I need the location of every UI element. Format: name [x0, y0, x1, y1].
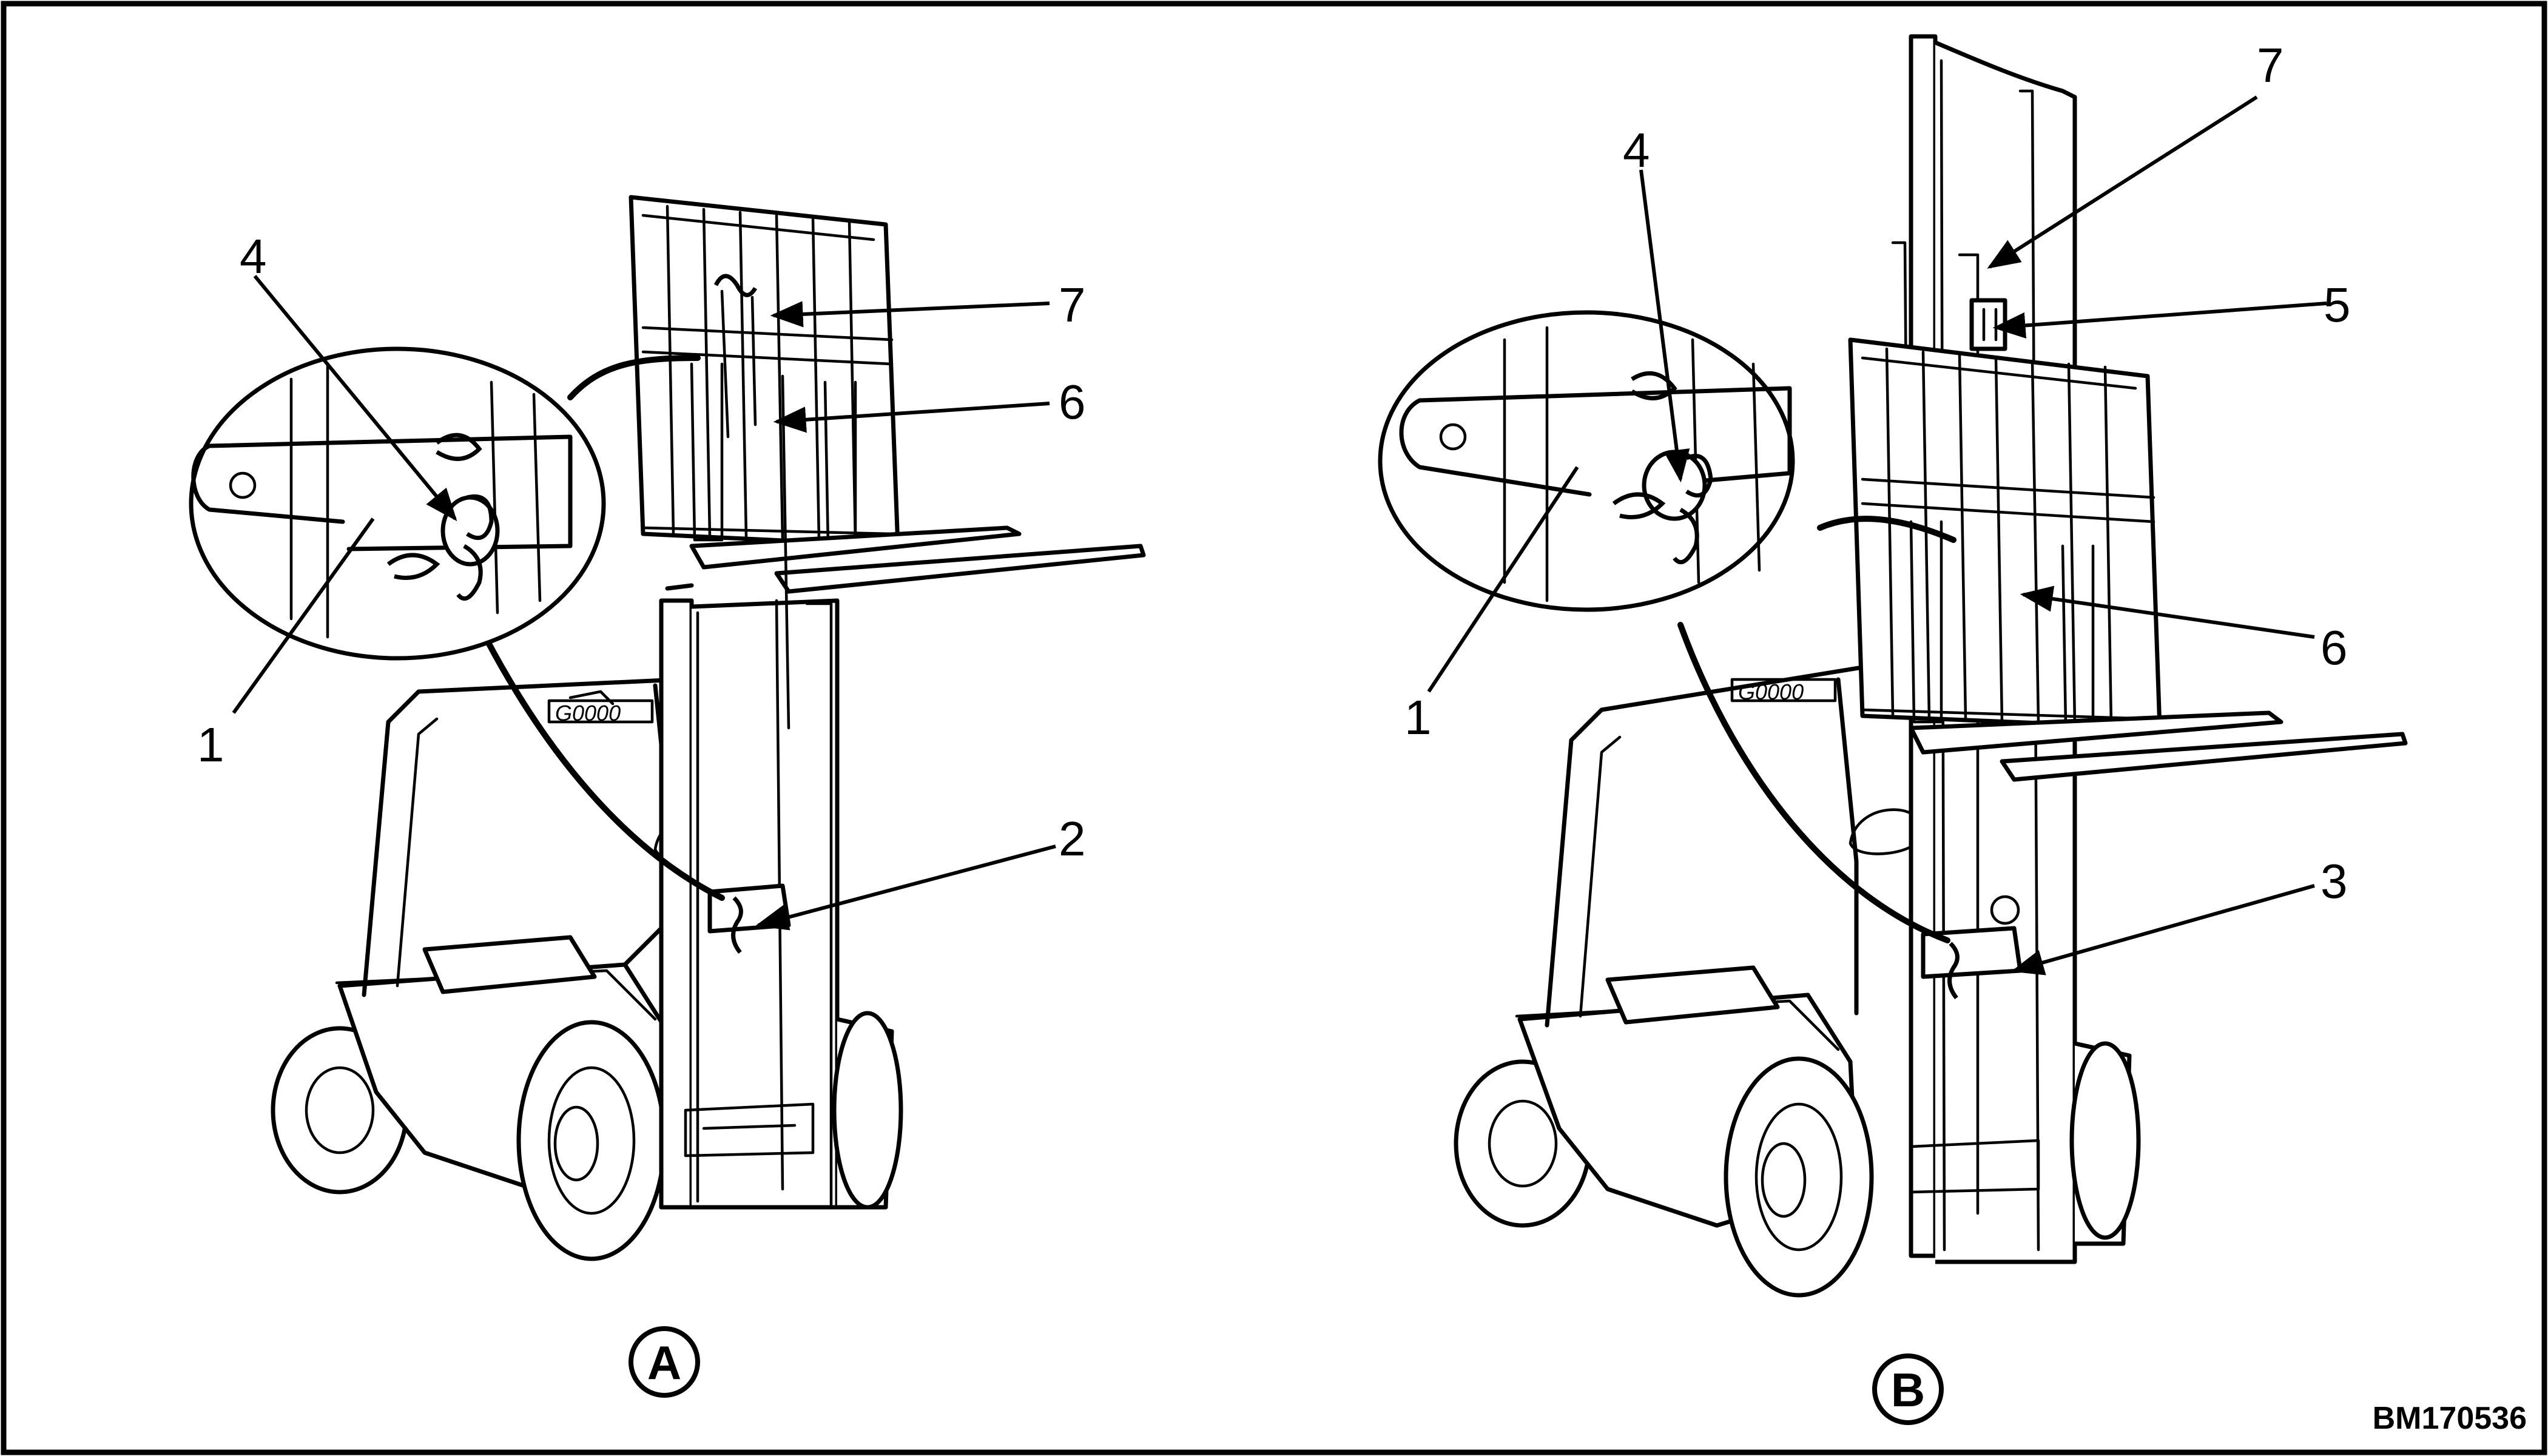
view-b-badge: B — [1872, 1353, 1944, 1425]
svg-text:A: A — [647, 1336, 681, 1389]
view-a-detail-inset — [189, 346, 606, 661]
view-b-callout-3: 3 — [2320, 854, 2348, 908]
view-a-forklift: G0000 — [271, 195, 1146, 1261]
view-a-callout-6: 6 — [1059, 375, 1086, 429]
view-a-callout-2: 2 — [1059, 812, 1086, 866]
view-a-callout-4: 4 — [240, 229, 267, 283]
view-a-callout-7: 7 — [1059, 278, 1086, 332]
view-b-forklift: G0000 — [1454, 34, 2408, 1298]
figure-code: BM170536 — [2373, 1401, 2527, 1436]
view-b-callout-1: 1 — [1404, 690, 1432, 744]
svg-text:G0000: G0000 — [1738, 679, 1804, 704]
view-b-callout-6: 6 — [2320, 621, 2348, 675]
view-a-callout-1: 1 — [197, 718, 224, 772]
view-b-detail-inset — [1378, 310, 1795, 612]
view-b-callout-5: 5 — [2324, 278, 2351, 332]
view-a-badge: A — [629, 1326, 700, 1398]
svg-text:B: B — [1891, 1363, 1925, 1417]
view-b-callout-7: 7 — [2257, 38, 2284, 92]
view-b-callout-4: 4 — [1623, 123, 1650, 177]
svg-text:G0000: G0000 — [555, 701, 621, 726]
